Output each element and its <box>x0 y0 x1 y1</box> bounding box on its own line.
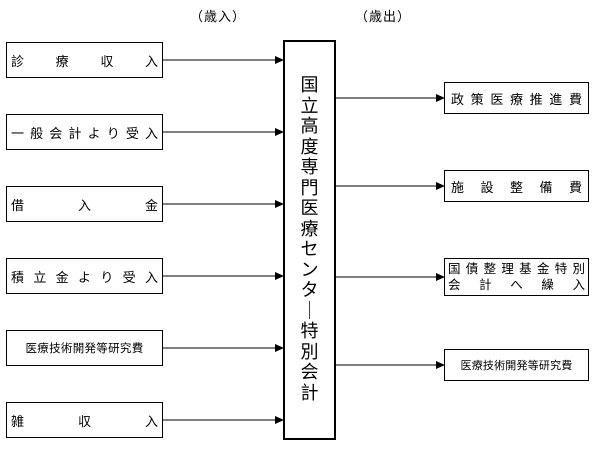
revenue-item-general-account-transfer: 一般会計より受入 <box>6 114 163 150</box>
label-char: 療 <box>55 54 69 70</box>
label-char: 医 <box>490 92 504 108</box>
label-char: り <box>100 270 114 286</box>
label-char: 金 <box>144 198 158 214</box>
expenditure-item-label: 施設整備費 <box>445 177 588 196</box>
label-char: よ <box>87 126 101 142</box>
center-label-char: 医 <box>300 198 319 219</box>
label-char: 費 <box>568 92 582 108</box>
label-char: 進 <box>549 92 563 108</box>
label-char: 費 <box>568 180 582 196</box>
center-label-char: 立 <box>300 95 319 117</box>
label-char: 債 <box>465 261 479 276</box>
label-char: よ <box>77 270 91 286</box>
special-account-box: 国立高度専門医療センタ｜特別会計 <box>283 40 336 440</box>
label-char: 整 <box>483 261 497 276</box>
expenditure-item-policy-medical: 政策医療推進費 <box>444 82 589 114</box>
revenue-item-label: 医療技術開発等研究費 <box>25 341 144 355</box>
label-char: 一 <box>11 126 25 142</box>
expenditure-item-label-line-2: 会計へ繰入 <box>445 277 588 293</box>
label-char: 借 <box>11 198 25 214</box>
revenue-item-label: 雑収入 <box>7 411 162 430</box>
label-char: 収 <box>77 414 91 430</box>
expenditure-item-label-line-1: 国債整理基金特別 <box>445 261 588 277</box>
center-label-char: ン <box>300 259 319 281</box>
revenue-item-label: 借入金 <box>7 195 162 214</box>
label-char: 施 <box>451 180 465 196</box>
center-label-char: 会 <box>300 362 319 383</box>
label-char: 療 <box>509 92 523 108</box>
center-label-char: タ <box>300 280 319 301</box>
label-char: 基 <box>519 261 532 276</box>
label-char: 入 <box>572 277 585 292</box>
label-char: 国 <box>448 261 461 276</box>
label-char: 整 <box>509 180 523 196</box>
label-char: 会 <box>448 277 461 292</box>
label-char: 入 <box>144 126 158 142</box>
label-char: 繰 <box>541 277 554 292</box>
revenue-item-misc-revenue: 雑収入 <box>6 402 163 438</box>
center-label-char: 特 <box>300 321 319 342</box>
label-char: 計 <box>479 277 492 292</box>
center-label-char: 専 <box>300 157 319 178</box>
label-char: 受 <box>125 126 139 142</box>
center-label-char: セ <box>300 239 319 260</box>
expenditure-header: （歳出） <box>355 10 412 25</box>
expenditure-item-debt-consolidation-transfer: 国債整理基金特別 会 計 へ 繰 入 <box>444 258 589 296</box>
label-char: 別 <box>572 261 585 276</box>
center-label-char: 度 <box>300 136 319 158</box>
expenditure-item-label: 医療技術開発等研究費 <box>460 359 573 372</box>
center-label-char: ｜ <box>300 300 319 322</box>
label-char: 理 <box>501 261 514 276</box>
label-char: 収 <box>100 54 114 70</box>
revenue-item-reserve-transfer: 積立金より受入 <box>6 258 163 294</box>
label-char: 計 <box>68 126 82 142</box>
label-char: 般 <box>30 126 44 142</box>
revenue-item-research-costs: 医療技術開発等研究費 <box>6 330 163 366</box>
revenue-item-label: 一般会計より受入 <box>7 123 162 142</box>
label-char: 会 <box>49 126 63 142</box>
expenditure-item-label: 政策医療推進費 <box>445 89 588 108</box>
label-char: 入 <box>144 270 158 286</box>
label-char: 策 <box>470 92 484 108</box>
revenue-item-label: 診療収入 <box>7 51 162 70</box>
label-char: 備 <box>539 180 553 196</box>
label-char: 雑 <box>11 414 25 430</box>
expenditure-item-facilities: 施設整備費 <box>444 170 589 202</box>
label-char: 入 <box>144 414 158 430</box>
center-label-char: 門 <box>300 177 319 199</box>
label-char: 政 <box>451 92 465 108</box>
center-label-char: 高 <box>300 116 319 137</box>
label-char: 入 <box>77 198 91 214</box>
label-char: 設 <box>480 180 494 196</box>
label-char: り <box>106 126 120 142</box>
label-char: 金 <box>55 270 69 286</box>
revenue-item-medical-revenue: 診療収入 <box>6 42 163 78</box>
label-char: 診 <box>11 54 25 70</box>
revenue-item-label: 積立金より受入 <box>7 267 162 286</box>
label-char: 推 <box>529 92 543 108</box>
label-char: 積 <box>11 270 25 286</box>
label-char: へ <box>510 277 523 292</box>
revenue-item-borrowings: 借入金 <box>6 186 163 222</box>
label-char: 特 <box>554 261 568 276</box>
label-char: 受 <box>122 270 136 286</box>
center-label-char: 計 <box>300 382 319 404</box>
center-label-char: 療 <box>300 218 319 240</box>
label-char: 金 <box>536 261 550 276</box>
center-label-char: 別 <box>300 341 319 363</box>
expenditure-item-research-costs: 医療技術開発等研究費 <box>444 349 589 381</box>
label-char: 立 <box>33 270 47 286</box>
label-char: 入 <box>144 54 158 70</box>
center-label-char: 国 <box>300 75 319 96</box>
revenue-header: （歳入） <box>190 10 247 25</box>
